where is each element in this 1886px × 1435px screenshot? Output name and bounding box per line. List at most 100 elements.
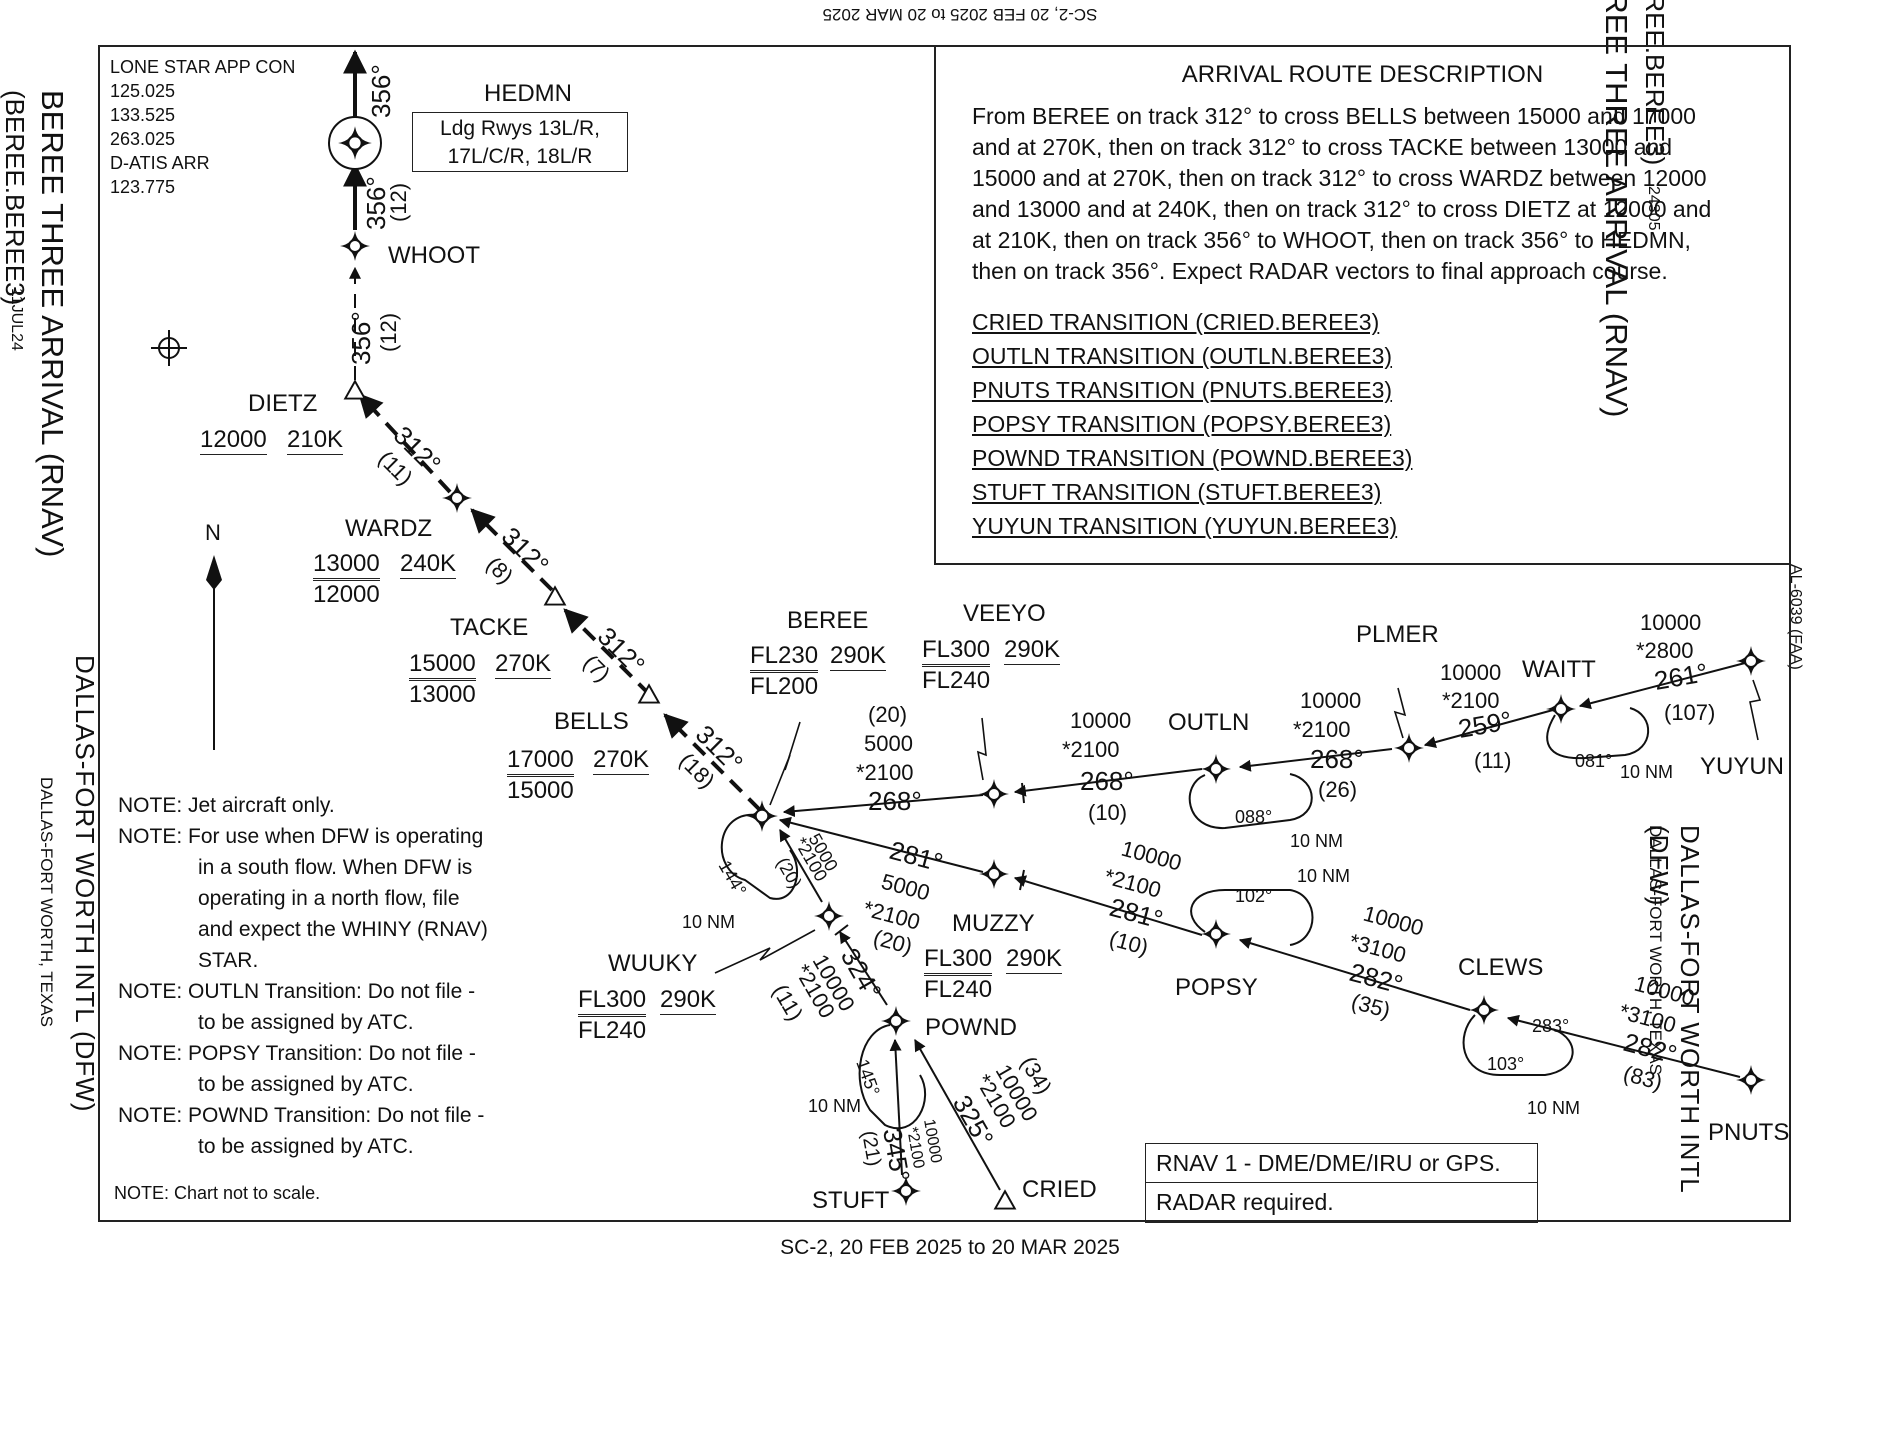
note-5a: NOTE: POWND Transition: Do not file -	[118, 1104, 485, 1127]
hold-popsy	[1190, 889, 1314, 946]
hold-waitt-length: 10 NM	[1620, 762, 1673, 782]
label-veeyo-beree-dist: (20)	[868, 702, 907, 727]
segment-mark-beree	[769, 721, 801, 806]
label-yuyun-waitt-dist: (107)	[1664, 700, 1715, 725]
fix-marker-tacke[interactable]	[544, 586, 566, 606]
bottom-banner: SC-2, 20 FEB 2025 to 20 MAR 2025	[780, 1236, 1120, 1259]
fix-marker-outln[interactable]	[1200, 753, 1232, 785]
leg-popsy-muzzy	[1013, 875, 1203, 936]
fix-marker-popsy[interactable]	[1200, 918, 1232, 950]
rnav-line-2: RADAR required.	[1156, 1189, 1334, 1215]
hold-waitt-course: 081°	[1575, 751, 1612, 771]
veeyo-alt-top: FL300	[922, 636, 991, 665]
fix-label-clews: CLEWS	[1458, 954, 1543, 981]
tacke-alt-top: 15000	[409, 650, 476, 679]
segment-mark-plmer	[1393, 687, 1407, 739]
fix-label-stuft: STUFT	[812, 1187, 890, 1214]
fix-label-veeyo: VEEYO	[963, 600, 1046, 627]
label-hedmn-out: 356°	[366, 64, 396, 118]
fix-marker-yuyun[interactable]	[1735, 645, 1767, 677]
fix-marker-hedmn[interactable]	[328, 116, 382, 170]
north-arrow-head	[206, 555, 222, 590]
fix-marker-plmer[interactable]	[1393, 732, 1425, 764]
rnav-line-1: RNAV 1 - DME/DME/IRU or GPS.	[1146, 1144, 1537, 1183]
fix-marker-muzzy[interactable]	[978, 858, 1010, 890]
label-yuyun-waitt-min: *2800	[1636, 638, 1694, 663]
wardz-alt-bottom: 12000	[313, 580, 380, 608]
fix-label-plmer: PLMER	[1356, 621, 1439, 648]
route-line-4: and 13000 and at 240K, then on track 312…	[972, 196, 1712, 222]
transition-popsy[interactable]: POPSY TRANSITION (POPSY.BEREE3)	[972, 411, 1392, 437]
transition-outln[interactable]: OUTLN TRANSITION (OUTLN.BEREE3)	[972, 343, 1393, 369]
transition-pnuts[interactable]: PNUTS TRANSITION (PNUTS.BEREE3)	[972, 377, 1393, 403]
fix-marker-waitt[interactable]	[1545, 693, 1577, 725]
leg-wardz-dietz	[358, 393, 452, 494]
fix-label-beree: BEREE	[787, 607, 869, 634]
hold-outln-course: 088°	[1235, 807, 1272, 827]
label-plmer-outln: 268°	[1310, 744, 1364, 774]
veeyo-speed: 290K	[1004, 636, 1061, 665]
fix-marker-dietz[interactable]	[344, 380, 366, 400]
fix-label-outln: OUTLN	[1168, 709, 1249, 736]
label-outln-veeyo: 268°	[1080, 766, 1134, 796]
dietz-alt: 12000	[200, 426, 267, 455]
transition-cried[interactable]: CRIED TRANSITION (CRIED.BEREE3)	[972, 309, 1380, 335]
note-2a: NOTE: For use when DFW is operating	[118, 825, 484, 848]
transition-pownd[interactable]: POWND TRANSITION (POWND.BEREE3)	[972, 445, 1413, 471]
hold-popsy-length: 10 NM	[1297, 866, 1350, 886]
note-1: NOTE: Jet aircraft only.	[118, 794, 335, 817]
comms-freq-2: 133.525	[110, 105, 176, 125]
muzzy-alt-bottom: FL240	[924, 975, 993, 1003]
dietz-speed: 210K	[287, 426, 344, 455]
leg-plmer-outln	[1238, 748, 1393, 772]
fix-marker-pownd[interactable]	[880, 1005, 912, 1037]
fix-marker-clews[interactable]	[1468, 994, 1500, 1026]
fix-label-muzzy: MUZZY	[952, 910, 1035, 937]
fix-marker-veeyo[interactable]	[978, 778, 1010, 810]
hold-outln-length: 10 NM	[1290, 831, 1343, 851]
route-line-1: From BEREE on track 312° to cross BELLS …	[972, 103, 1696, 129]
wardz-speed: 240K	[400, 550, 457, 579]
fix-label-cried: CRIED	[1022, 1176, 1097, 1203]
leg-tick-3	[834, 924, 849, 936]
fix-marker-beree[interactable]	[745, 799, 779, 833]
note-2b: in a south flow. When DFW is	[198, 856, 473, 879]
north-label: N	[205, 520, 221, 545]
label-yuyun-waitt-alt: 10000	[1640, 610, 1701, 635]
fix-label-bells: BELLS	[554, 708, 629, 735]
fix-marker-whoot[interactable]	[339, 230, 371, 262]
label-waitt-plmer-alt: 10000	[1440, 660, 1501, 685]
note-3a: NOTE: OUTLN Transition: Do not file -	[118, 980, 476, 1003]
label-dietz-whoot: 356°	[346, 311, 376, 365]
leg-clews-popsy	[1238, 937, 1471, 1011]
note-4b: to be assigned by ATC.	[198, 1073, 414, 1096]
wuuky-alt-top: FL300	[578, 986, 647, 1015]
fix-label-wardz: WARDZ	[345, 515, 433, 542]
fix-marker-wuuky[interactable]	[813, 900, 845, 932]
fix-label-tacke: TACKE	[450, 614, 529, 641]
beree-speed: 290K	[830, 642, 887, 671]
leg-pownd-wuuky	[839, 930, 888, 1006]
comms-freq-3: 263.025	[110, 129, 176, 149]
transition-yuyun[interactable]: YUYUN TRANSITION (YUYUN.BEREE3)	[972, 513, 1398, 539]
leg-wuuky-beree	[779, 828, 823, 903]
leg-muzzy-beree	[778, 816, 984, 873]
label-plmer-outln-dist: (26)	[1318, 777, 1357, 802]
muzzy-speed: 290K	[1006, 945, 1063, 974]
fix-label-dietz: DIETZ	[248, 390, 318, 417]
tacke-speed: 270K	[495, 650, 552, 679]
transition-stuft[interactable]: STUFT TRANSITION (STUFT.BEREE3)	[972, 479, 1382, 505]
hold-beree-length: 10 NM	[682, 912, 735, 932]
fix-marker-pnuts[interactable]	[1735, 1064, 1767, 1096]
bells-speed: 270K	[593, 746, 650, 775]
route-line-2: and at 270K, then on track 312° to cross…	[972, 134, 1673, 160]
comms-atis-freq: 123.775	[110, 177, 176, 197]
label-plmer-outln-min: *2100	[1293, 717, 1351, 742]
leg-yuyun-waitt	[1578, 662, 1746, 710]
label-outln-veeyo-dist: (10)	[1088, 800, 1127, 825]
fix-marker-cried[interactable]	[994, 1190, 1016, 1210]
reference-target-icon	[151, 330, 187, 366]
label-veeyo-beree-min: *2100	[856, 760, 914, 785]
note-2e: STAR.	[198, 949, 259, 972]
label-veeyo-beree-alt: 5000	[864, 731, 913, 756]
